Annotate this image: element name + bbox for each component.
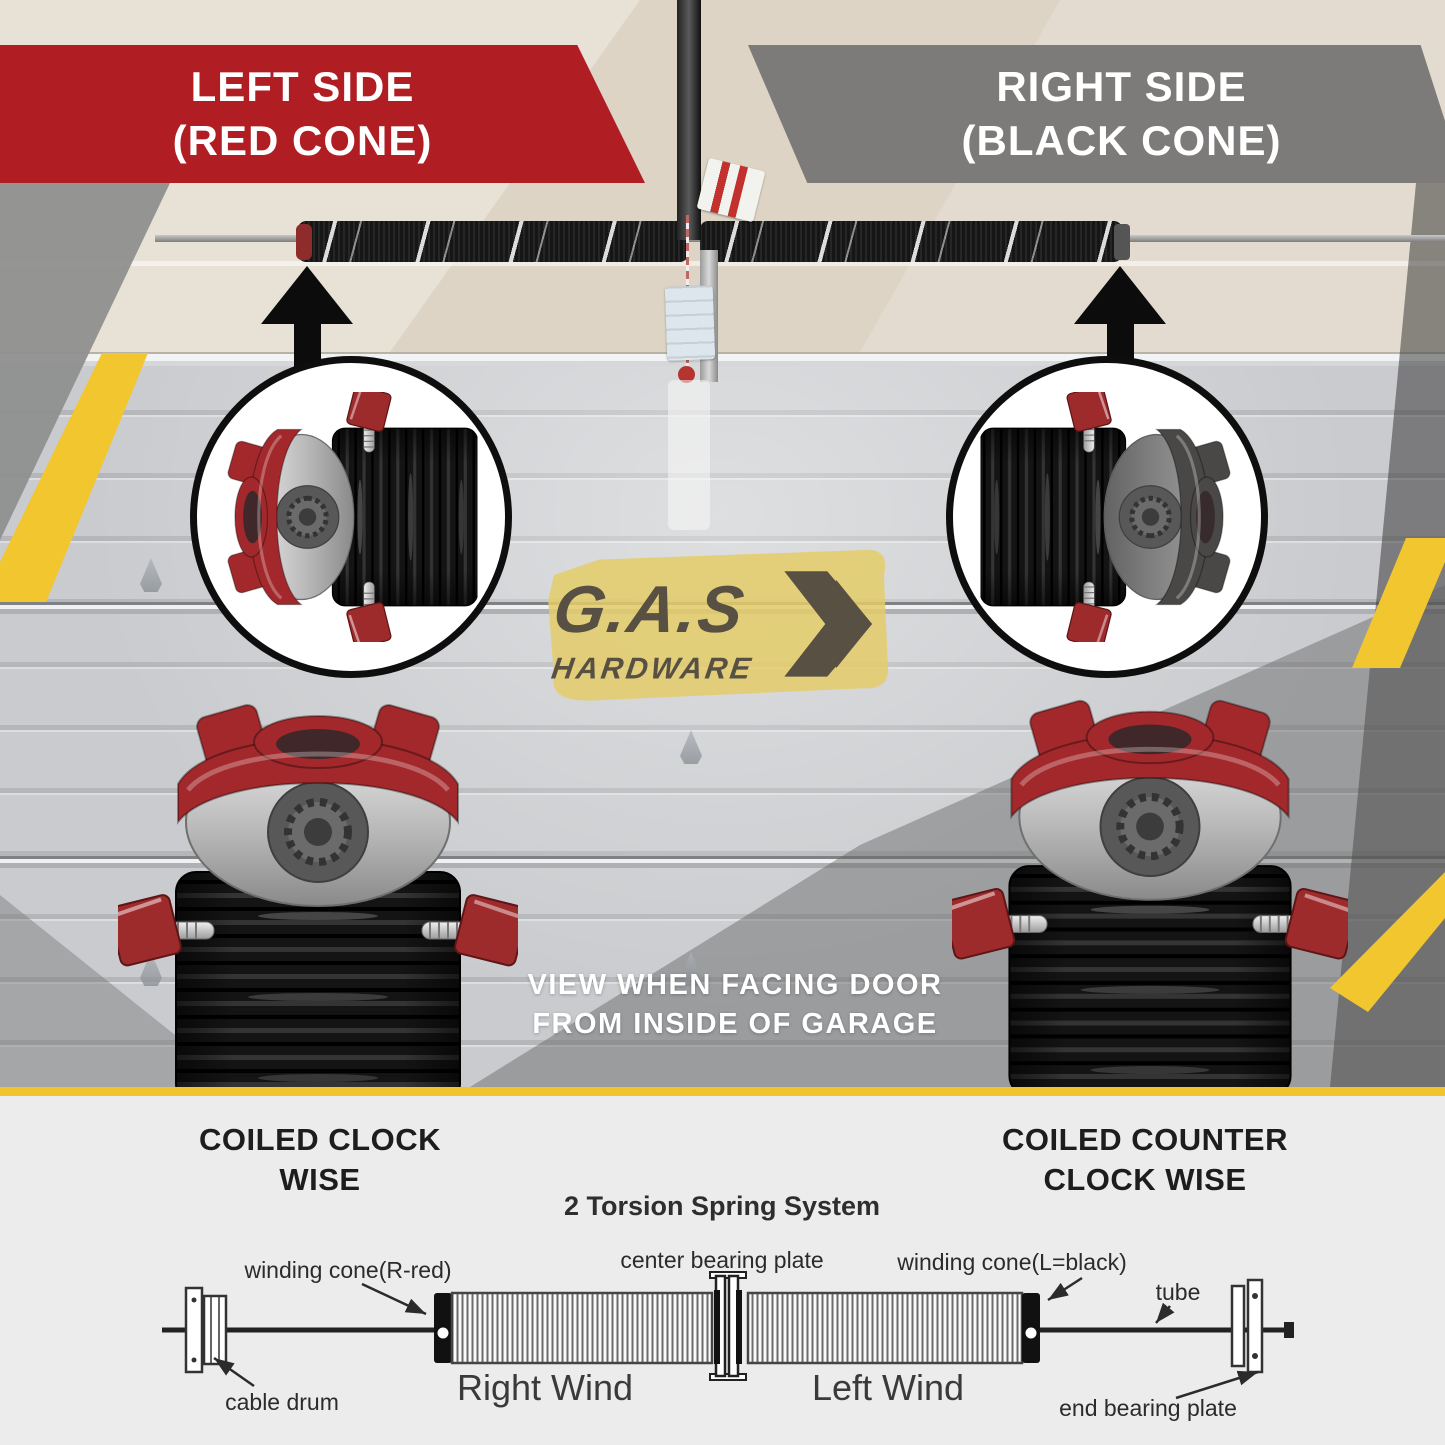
label-arrow	[213, 1356, 255, 1388]
logo-subtitle: HARDWARE	[549, 652, 755, 686]
arrow-head	[261, 266, 353, 324]
caption-line1: VIEW WHEN FACING DOOR	[527, 969, 943, 1001]
label-end-bearing-plate: end bearing plate	[1059, 1395, 1237, 1421]
caption-line2: FROM INSIDE OF GARAGE	[532, 1008, 938, 1041]
diagram-left-wind-spring	[746, 1291, 1024, 1365]
cord-red-ball	[678, 366, 695, 383]
banner-right-line2: (BLACK CONE)	[961, 117, 1282, 164]
logo-arrow-outline-icon	[829, 580, 872, 668]
banner-right-line1: RIGHT SIDE	[996, 63, 1247, 111]
left-cone-callout-photo	[202, 392, 478, 642]
label-arrow	[1047, 1276, 1083, 1302]
diagram-cable-drum	[184, 1286, 228, 1374]
logo-arrow-icon	[784, 571, 873, 677]
diagram-end-bearing-plate	[1230, 1278, 1294, 1374]
torsion-spring-diagram: 2 Torsion Spring System	[162, 1191, 1294, 1421]
black-winding-cone-tip	[1114, 224, 1130, 260]
right-cone-callout	[946, 356, 1268, 678]
banner-left-line1: LEFT SIDE	[190, 63, 415, 111]
diagram-title: 2 Torsion Spring System	[564, 1191, 880, 1221]
diagram-cone-setscrew	[436, 1326, 450, 1340]
right-callout-arrow-icon	[1074, 266, 1166, 370]
label-cable-drum: cable drum	[225, 1389, 339, 1415]
wall-trim-line	[0, 261, 1445, 266]
label-tube: tube	[1156, 1279, 1201, 1305]
label-center-bearing-plate: center bearing plate	[620, 1247, 823, 1273]
diagram-right-wind-spring	[450, 1291, 714, 1365]
diagram-center-bearing-plate	[709, 1271, 747, 1381]
view-caption: VIEW WHEN FACING DOOR FROM INSIDE OF GAR…	[455, 966, 1015, 1044]
left-callout-arrow-icon	[261, 266, 353, 370]
hanging-tag	[664, 285, 716, 361]
door-top-edge	[0, 352, 1445, 366]
label-winding-cone-black: winding cone(L=black)	[896, 1249, 1127, 1275]
red-winding-cone-tip	[296, 224, 312, 260]
banner-left-line2: (RED CONE)	[172, 117, 433, 164]
banner-right-side: RIGHT SIDE (BLACK CONE)	[748, 45, 1445, 183]
left-cone-callout	[190, 356, 512, 678]
bottom-section: COILED CLOCK WISE COILED COUNTER CLOCK W…	[0, 1096, 1445, 1445]
right-coil-heading: COILED COUNTER CLOCK WISE	[1002, 1122, 1288, 1198]
left-coil-heading: COILED CLOCK WISE	[199, 1122, 441, 1198]
label-left-wind: Left Wind	[812, 1367, 964, 1408]
banner-left-side: LEFT SIDE (RED CONE)	[0, 45, 645, 183]
label-arrow	[1175, 1370, 1259, 1400]
brand-logo: G.A.S HARDWARE	[548, 549, 889, 701]
logo-name: G.A.S	[549, 573, 750, 647]
center-support-tube	[677, 0, 701, 240]
right-cone-callout-photo	[980, 392, 1256, 642]
label-arrow	[361, 1282, 427, 1316]
right-torsion-spring	[700, 221, 1122, 262]
diagram-cone-setscrew	[1024, 1326, 1038, 1340]
label-right-wind: Right Wind	[457, 1367, 633, 1408]
label-winding-cone-red: winding cone(R-red)	[243, 1257, 451, 1283]
arrow-head	[1074, 266, 1166, 324]
label-arrow	[1155, 1302, 1175, 1324]
center-post	[668, 380, 710, 530]
left-torsion-spring	[298, 221, 688, 262]
yellow-divider	[0, 1087, 1445, 1096]
